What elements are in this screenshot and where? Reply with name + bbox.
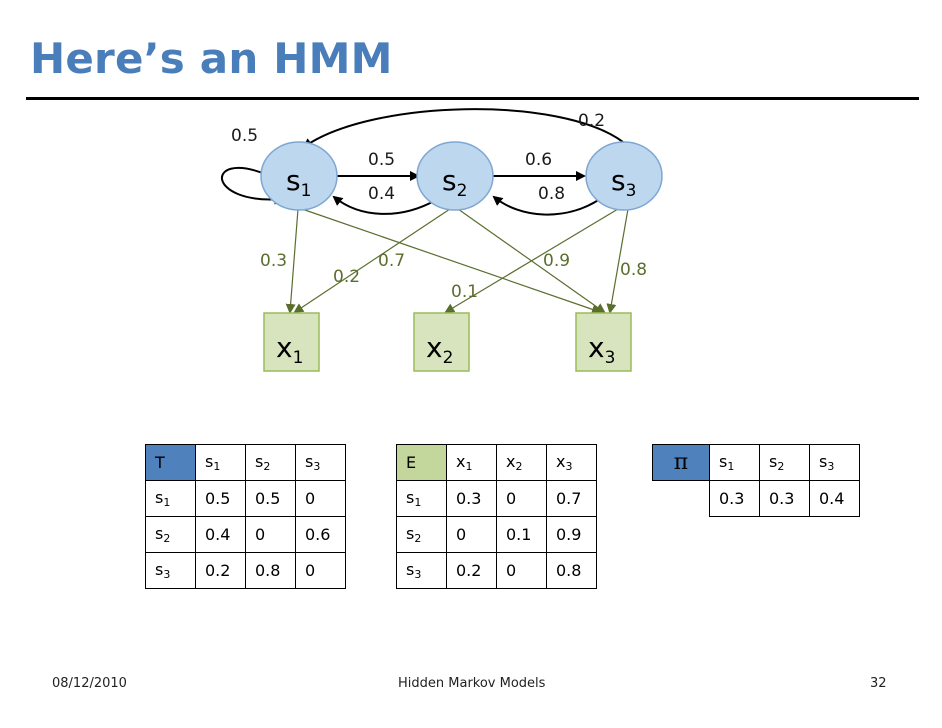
transition-table-row-header: s1 — [145, 480, 196, 517]
emission-table-cell: 0.2 — [446, 552, 497, 589]
transition-arrow-s3-s1 — [302, 108, 624, 149]
state-node-s1-letter: s — [286, 164, 301, 197]
obs-node-x1-sub: 1 — [293, 348, 304, 368]
emission-table-cell: 0.3 — [446, 480, 497, 517]
state-node-s2: s2 — [416, 141, 494, 211]
emission-label-s1-x1: 0.3 — [260, 251, 287, 271]
transition-table-col-header: s1 — [195, 444, 246, 481]
initial-distribution-blank — [653, 481, 710, 517]
emission-arrow-s1-x3 — [301, 208, 602, 315]
svg-text:x2: x2 — [426, 331, 453, 368]
emission-table-col-header: x2 — [496, 444, 547, 481]
state-node-s1-sub: 1 — [301, 181, 312, 201]
transition-table-cell: 0.6 — [295, 516, 346, 553]
obs-node-x1: x1 — [263, 312, 320, 372]
emission-table-row-header: s2 — [396, 516, 447, 553]
transition-table-cell: 0.5 — [195, 480, 246, 517]
state-node-s3: s3 — [585, 141, 663, 211]
svg-text:s3: s3 — [611, 164, 636, 201]
initial-distribution-col-header: s1 — [709, 444, 760, 481]
emission-table-row-header: s1 — [396, 480, 447, 517]
transition-table-col-header: s2 — [245, 444, 296, 481]
initial-distribution-corner: π — [652, 444, 710, 481]
state-node-s3-letter: s — [611, 164, 626, 197]
transition-table: T s1 s2 s3 s1 0.5 0.5 0 s2 0.4 0 0.6 s3 … — [145, 444, 346, 589]
emission-label-s2-x1: 0.2 — [333, 267, 360, 287]
transition-label-s1-s2: 0.5 — [368, 150, 395, 170]
emission-table-col-header: x3 — [546, 444, 597, 481]
footer-title: Hidden Markov Models — [398, 676, 546, 691]
page-number: 32 — [870, 676, 887, 691]
transition-label-s1-self: 0.5 — [231, 126, 258, 146]
transition-table-row-header: s3 — [145, 552, 196, 589]
obs-node-x1-letter: x — [276, 331, 293, 364]
initial-distribution-cell: 0.3 — [709, 480, 760, 517]
hmm-diagram: s1 s2 s3 x1 x2 x3 0.5 0.5 0.4 0.6 0.8 0.… — [220, 108, 663, 372]
state-node-s2-letter: s — [442, 164, 457, 197]
emission-table-corner: E — [396, 444, 447, 481]
obs-node-x2-letter: x — [426, 331, 443, 364]
emission-table-col-header: x1 — [446, 444, 497, 481]
svg-text:x1: x1 — [276, 331, 303, 368]
emission-table-cell: 0 — [496, 552, 547, 589]
transition-table-col-header: s3 — [295, 444, 346, 481]
emission-label-s3-x2: 0.1 — [451, 282, 478, 302]
emission-label-s3-x3: 0.8 — [620, 260, 647, 280]
state-node-s1: s1 — [260, 141, 338, 211]
emission-label-s2-x3: 0.9 — [543, 251, 570, 271]
title-divider — [26, 97, 919, 100]
emission-table: E x1 x2 x3 s1 0.3 0 0.7 s2 0 0.1 0.9 s3 … — [396, 444, 597, 589]
transition-table-row-header: s2 — [145, 516, 196, 553]
initial-distribution-col-header: s2 — [759, 444, 810, 481]
svg-text:s2: s2 — [442, 164, 467, 201]
obs-node-x3-sub: 3 — [605, 348, 616, 368]
initial-distribution-table: π s1 s2 s3 0.3 0.3 0.4 — [652, 444, 860, 517]
transition-arrow-s1-self — [220, 166, 284, 205]
svg-text:s1: s1 — [286, 164, 311, 201]
state-node-s2-sub: 2 — [457, 181, 468, 201]
emission-label-s1-x3: 0.7 — [378, 251, 405, 271]
obs-node-x2-sub: 2 — [443, 348, 454, 368]
emission-table-cell: 0.8 — [546, 552, 597, 589]
transition-arrow-s3-s2 — [492, 195, 601, 216]
transition-label-s3-s1: 0.2 — [578, 111, 605, 131]
transition-table-cell: 0.8 — [245, 552, 296, 589]
transition-label-s2-s1: 0.4 — [368, 184, 395, 204]
footer-date: 08/12/2010 — [52, 676, 127, 691]
obs-node-x3: x3 — [575, 312, 632, 372]
svg-text:x3: x3 — [588, 331, 615, 368]
emission-arrow-s3-x2 — [444, 208, 619, 314]
emission-arrow-s1-x1 — [285, 208, 299, 314]
initial-distribution-cell: 0.4 — [809, 480, 860, 517]
slide-title: Here’s an HMM — [30, 34, 393, 83]
emission-table-cell: 0 — [446, 516, 497, 553]
transition-table-cell: 0 — [245, 516, 296, 553]
emission-arrows — [285, 208, 629, 315]
transition-label-s2-s3: 0.6 — [525, 150, 552, 170]
obs-node-x2: x2 — [413, 312, 470, 372]
transition-table-cell: 0 — [295, 480, 346, 517]
emission-arrow-s2-x1 — [293, 208, 451, 314]
state-node-s3-sub: 3 — [626, 181, 637, 201]
initial-distribution-cell: 0.3 — [759, 480, 810, 517]
transition-table-cell: 0.2 — [195, 552, 246, 589]
transition-arrow-s2-s1 — [332, 195, 437, 215]
emission-table-row-header: s3 — [396, 552, 447, 589]
transition-table-cell: 0.5 — [245, 480, 296, 517]
transition-label-s3-s2: 0.8 — [538, 184, 565, 204]
obs-node-x3-letter: x — [588, 331, 605, 364]
emission-table-cell: 0 — [496, 480, 547, 517]
emission-table-cell: 0.7 — [546, 480, 597, 517]
emission-table-cell: 0.1 — [496, 516, 547, 553]
initial-distribution-col-header: s3 — [809, 444, 860, 481]
transition-table-cell: 0 — [295, 552, 346, 589]
emission-arrow-s3-x3 — [606, 208, 629, 314]
transition-arrows — [220, 108, 624, 216]
transition-table-cell: 0.4 — [195, 516, 246, 553]
transition-table-corner: T — [145, 444, 196, 481]
emission-table-cell: 0.9 — [546, 516, 597, 553]
